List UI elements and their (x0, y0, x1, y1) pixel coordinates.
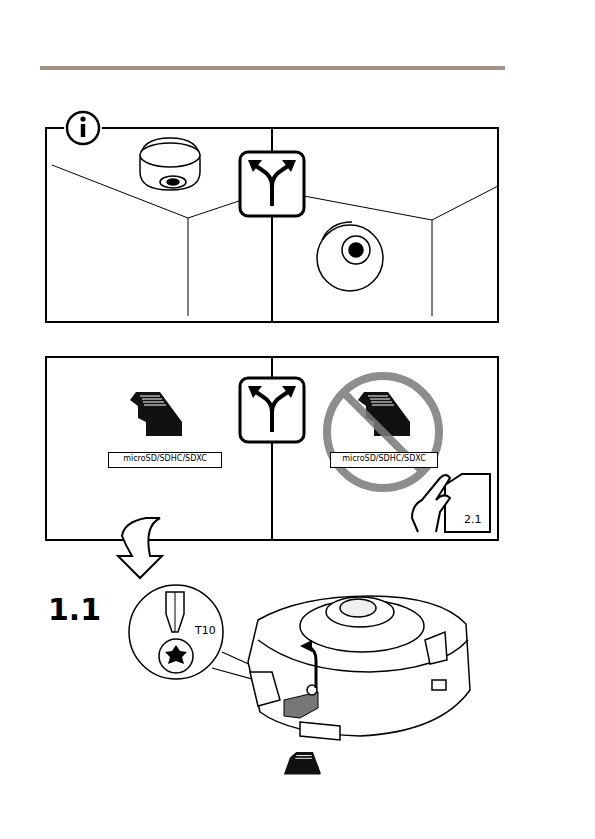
panel-frame (46, 128, 498, 322)
microsd-card (130, 392, 182, 436)
step-number: 1.1 (48, 592, 101, 627)
panel-frame (46, 357, 498, 540)
card-cover (284, 640, 318, 718)
prohibition-sign (327, 376, 439, 488)
callout-label: T10 (195, 624, 216, 637)
header-rule (40, 66, 505, 70)
label-text: microSD/SDHC/SDXC (331, 453, 437, 465)
wall-camera (317, 222, 383, 291)
ceiling-camera (140, 138, 200, 190)
flow-arrow (118, 518, 162, 578)
alternative-icon (240, 378, 304, 442)
alternative-icon (240, 152, 304, 216)
card-type-label: microSD/SDHC/SDXC (330, 452, 438, 468)
page-turn-icon (412, 474, 490, 532)
camera-body (248, 596, 470, 740)
microsd-card (284, 752, 329, 774)
info-icon (64, 109, 102, 147)
callout-label: 2.1 (464, 513, 482, 526)
label-text: microSD/SDHC/SDXC (109, 453, 221, 465)
card-type-label: microSD/SDHC/SDXC (108, 452, 222, 468)
